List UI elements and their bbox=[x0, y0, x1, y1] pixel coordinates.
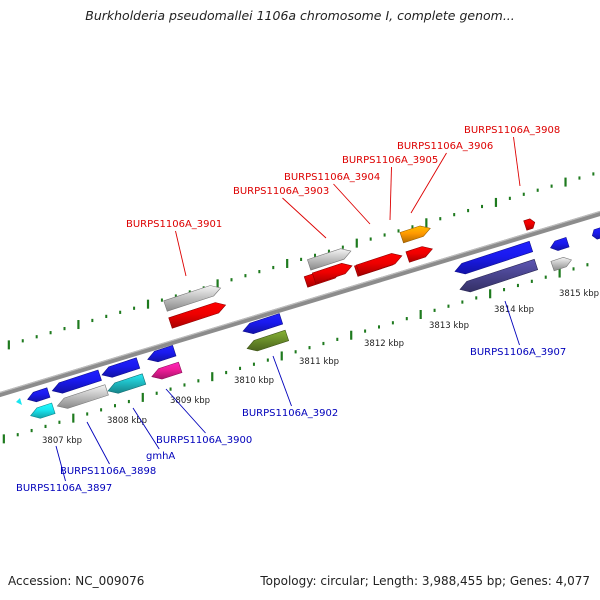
scale-tick-label: 3811 kbp bbox=[299, 357, 339, 367]
gene-leader-line bbox=[132, 407, 160, 450]
gene-leader-line bbox=[165, 388, 206, 434]
scale-tick-label: 3807 kbp bbox=[42, 436, 82, 446]
gene-leader-line bbox=[175, 230, 187, 277]
scale-tick-label: 3814 kbp bbox=[494, 305, 534, 315]
gene-label-burps1106a-3897[interactable]: BURPS1106A_3897 bbox=[16, 483, 112, 494]
gene-arrow-burps1106a-3898[interactable] bbox=[56, 384, 109, 409]
gene-leader-line bbox=[504, 300, 520, 346]
lower-scale-track bbox=[2, 263, 589, 444]
gene-arrow-burps1106a-3906[interactable] bbox=[399, 225, 431, 244]
gene-label-gmha[interactable]: gmhA bbox=[146, 451, 175, 462]
gene-leader-line bbox=[513, 136, 521, 187]
gene-arrow-burps1106a-3901[interactable] bbox=[168, 302, 227, 329]
gene-arrow-burps1106a-3908[interactable] bbox=[523, 218, 536, 231]
gene-arrow-burps1106a-3900[interactable] bbox=[151, 361, 183, 380]
gene-leader-line bbox=[86, 421, 110, 465]
gene-arrow[interactable] bbox=[307, 248, 352, 271]
gene-arrow[interactable] bbox=[147, 345, 177, 363]
gene-label-burps1106a-3898[interactable]: BURPS1106A_3898 bbox=[60, 466, 156, 477]
chromosome-backbone-highlight bbox=[0, 210, 600, 394]
gene-leader-line bbox=[272, 355, 292, 407]
gene-arrow-gmha[interactable] bbox=[107, 373, 147, 394]
scale-tick-label: 3815 kbp bbox=[559, 289, 599, 299]
gene-arrow-burps1106a-3902[interactable] bbox=[246, 329, 290, 352]
gene-leader-line bbox=[333, 183, 371, 225]
gene-arrow[interactable] bbox=[454, 240, 534, 275]
scale-tick-label: 3810 kbp bbox=[234, 376, 274, 386]
gene-arrow-burps1106a-3905[interactable] bbox=[405, 246, 433, 263]
gene-label-burps1106a-3904[interactable]: BURPS1106A_3904 bbox=[284, 172, 380, 183]
gene-leader-line bbox=[410, 152, 447, 214]
gene-arrow[interactable] bbox=[242, 313, 284, 335]
gene-arrow[interactable] bbox=[550, 256, 572, 272]
gene-label-burps1106a-3901[interactable]: BURPS1106A_3901 bbox=[126, 219, 222, 230]
gene-leader-line bbox=[282, 197, 327, 239]
upper-scale-track bbox=[7, 172, 595, 350]
gene-label-burps1106a-3900[interactable]: BURPS1106A_3900 bbox=[156, 435, 252, 446]
gene-arrow[interactable] bbox=[27, 387, 51, 403]
scale-tick-label: 3812 kbp bbox=[364, 339, 404, 349]
gene-arrow[interactable] bbox=[51, 369, 102, 394]
gene-leader-line bbox=[55, 445, 66, 482]
map-title: Burkholderia pseudomallei 1106a chromoso… bbox=[85, 8, 515, 23]
accession-text: Accession: NC_009076 bbox=[8, 574, 145, 588]
scale-tick-label: 3813 kbp bbox=[429, 321, 469, 331]
gene-arrow[interactable] bbox=[550, 237, 570, 251]
gene-label-burps1106a-3908[interactable]: BURPS1106A_3908 bbox=[464, 125, 560, 136]
genome-summary-text: Topology: circular; Length: 3,988,455 bp… bbox=[260, 574, 590, 588]
scale-tick-label: 3808 kbp bbox=[107, 416, 147, 426]
gene-arrow-burps1106a-3903[interactable] bbox=[311, 262, 353, 284]
gene-label-burps1106a-3907[interactable]: BURPS1106A_3907 bbox=[470, 347, 566, 358]
gene-arrow-burps1106a-3904[interactable] bbox=[356, 253, 403, 276]
gene-arrow-burps1106a-3907[interactable] bbox=[459, 258, 539, 293]
gene-arrow-small[interactable] bbox=[16, 398, 22, 405]
gene-arrow[interactable] bbox=[591, 227, 600, 240]
gene-leader-line bbox=[389, 166, 392, 221]
gene-label-burps1106a-3905[interactable]: BURPS1106A_3905 bbox=[342, 155, 438, 166]
gene-label-burps1106a-3902[interactable]: BURPS1106A_3902 bbox=[242, 408, 338, 419]
chromosome-backbone bbox=[0, 210, 600, 398]
gene-arrow-burps1106a-3897[interactable] bbox=[30, 402, 56, 419]
gene-label-burps1106a-3906[interactable]: BURPS1106A_3906 bbox=[397, 141, 493, 152]
gene-arrow[interactable] bbox=[163, 285, 222, 312]
scale-tick-label: 3809 kbp bbox=[170, 396, 210, 406]
gene-label-burps1106a-3903[interactable]: BURPS1106A_3903 bbox=[233, 186, 329, 197]
gene-arrow[interactable] bbox=[101, 357, 141, 378]
